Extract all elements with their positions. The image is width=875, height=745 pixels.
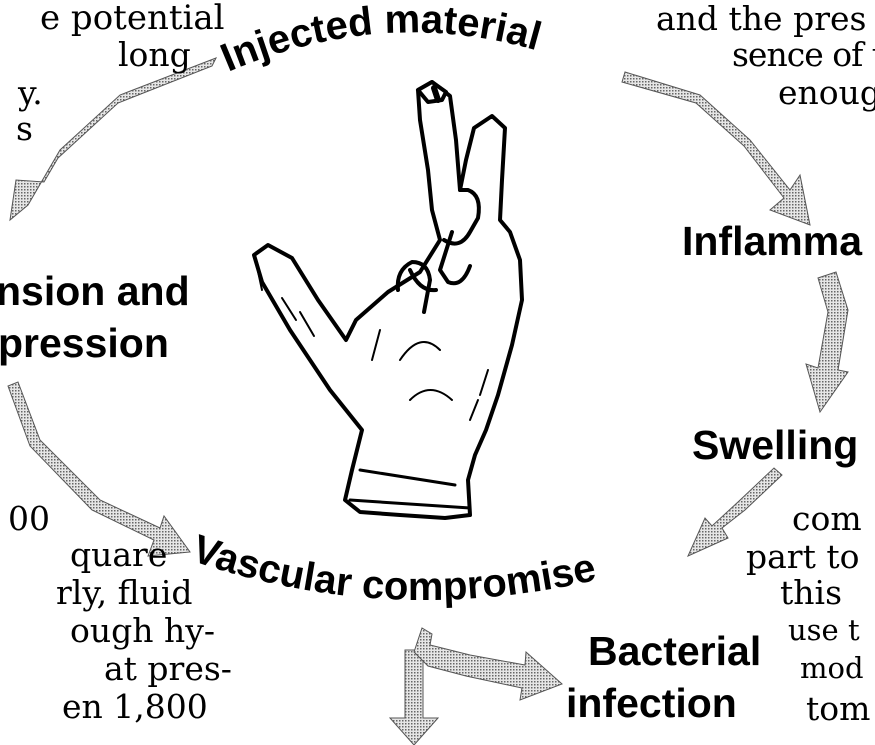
text-top-left-1: e potential <box>40 0 225 37</box>
text-bottom-right-4: use t <box>788 612 860 649</box>
bacterial-label: Bacterial <box>588 628 761 675</box>
arrow-vascular-to-bacterial <box>414 628 562 700</box>
text-bottom-left-4: ough hy- <box>70 612 215 649</box>
text-bottom-right-2: part to <box>746 538 859 575</box>
text-bottom-left-2: quare <box>70 536 167 573</box>
text-top-right-2: sence of t <box>732 36 875 73</box>
hand-illustration <box>254 82 522 518</box>
text-bottom-left-1: 00 <box>8 500 50 537</box>
inflammation-label: Inflamma <box>682 218 862 265</box>
arrow-inflammation-to-swelling <box>806 272 848 412</box>
text-bottom-right-3: this <box>780 574 842 611</box>
distension-label-line2: pression <box>0 320 169 367</box>
text-bottom-right-5: mod <box>800 650 864 687</box>
text-top-right-1: and the pres <box>656 0 866 37</box>
text-top-right-3: enoug <box>778 74 875 111</box>
distension-label-line1: nsion and <box>0 268 190 315</box>
text-top-left-4: s <box>16 110 33 147</box>
text-bottom-left-5: at pres- <box>104 650 232 687</box>
text-bottom-right-6: tom <box>806 690 870 727</box>
swelling-label: Swelling <box>692 422 858 469</box>
text-bottom-left-6: en 1,800 <box>62 688 208 725</box>
vascular-compromise-label: Vascular compromise <box>187 527 599 609</box>
text-top-left-3: y. <box>18 74 43 111</box>
text-bottom-left-3: rly, fluid <box>56 574 193 611</box>
injected-material-label: Injected material <box>215 0 546 80</box>
infection-label: infection <box>566 680 737 727</box>
text-bottom-right-1: com <box>792 500 862 537</box>
text-top-left-2: long <box>118 36 191 73</box>
